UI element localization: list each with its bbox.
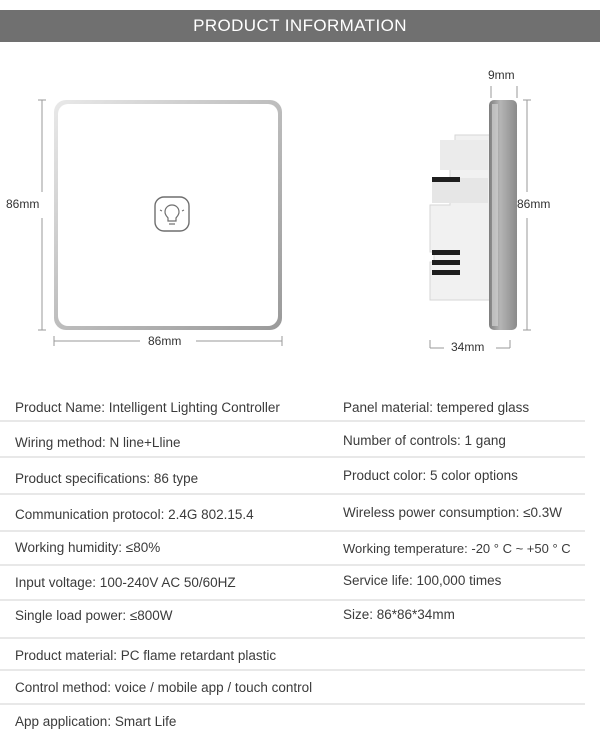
- front-height-label: 86mm: [6, 197, 40, 211]
- spec-single-load-power: Single load power: ≤800W: [15, 608, 173, 623]
- spec-panel-material: Panel material: tempered glass: [343, 400, 530, 415]
- spec-wireless-power: Wireless power consumption: ≤0.3W: [343, 505, 562, 520]
- spec-control-method: Control method: voice / mobile app / tou…: [15, 680, 313, 695]
- spec-product-name: Product Name: Intelligent Lighting Contr…: [15, 400, 280, 415]
- switch-side-view: [429, 100, 517, 330]
- spec-working-humidity: Working humidity: ≤80%: [15, 540, 161, 555]
- spec-separators: [0, 420, 585, 705]
- spec-product-material: Product material: PC flame retardant pla…: [15, 648, 277, 663]
- side-width-dimension-line: [429, 340, 511, 349]
- spec-working-temperature: Working temperature: -20 ° C ~ +50 ° C: [343, 541, 571, 556]
- header-banner: PRODUCT INFORMATION: [0, 10, 600, 42]
- spec-wiring-method: Wiring method: N line+Lline: [15, 435, 181, 450]
- side-height-label: 86mm: [517, 197, 551, 211]
- spec-number-of-controls: Number of controls: 1 gang: [343, 433, 506, 448]
- spec-product-color: Product color: 5 color options: [343, 468, 518, 483]
- spec-app-application: App application: Smart Life: [15, 714, 177, 729]
- spec-size: Size: 86*86*34mm: [343, 607, 455, 622]
- light-bulb-icon: [154, 196, 190, 232]
- spec-input-voltage: Input voltage: 100-240V AC 50/60HZ: [15, 575, 236, 590]
- side-depth-label: 9mm: [488, 68, 515, 82]
- front-width-label: 86mm: [148, 334, 182, 348]
- front-width-dimension-line: [53, 336, 283, 346]
- side-height-dimension-line: [523, 99, 531, 331]
- spec-communication-protocol: Communication protocol: 2.4G 802.15.4: [15, 507, 254, 522]
- spec-service-life: Service life: 100,000 times: [343, 573, 502, 588]
- side-depth-dimension-line: [490, 86, 518, 98]
- banner-title: PRODUCT INFORMATION: [193, 16, 407, 35]
- side-width-label: 34mm: [451, 340, 485, 354]
- spec-product-specifications: Product specifications: 86 type: [15, 471, 199, 486]
- front-height-dimension-line: [38, 99, 46, 331]
